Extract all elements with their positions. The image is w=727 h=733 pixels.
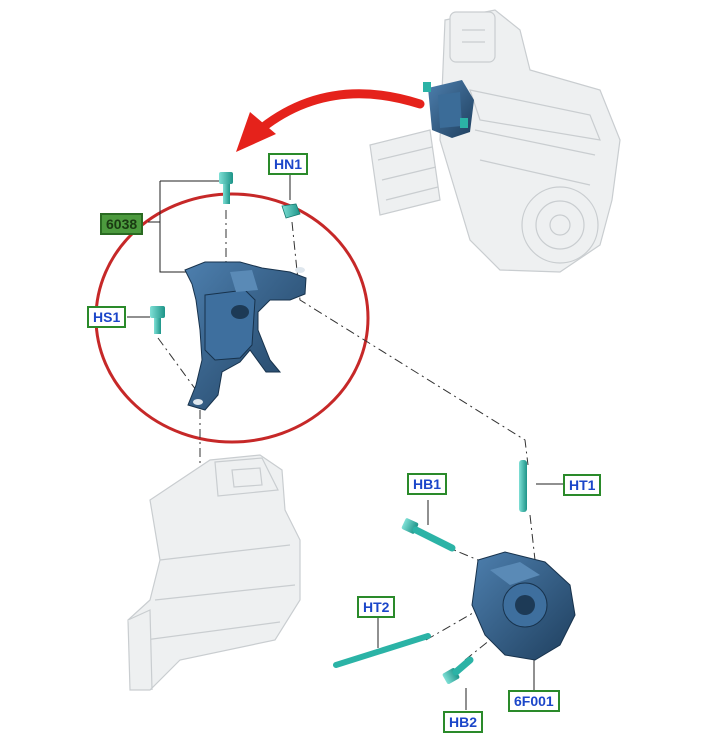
engine-mount-in-vehicle [423,80,474,138]
bolt-ht1 [519,460,527,512]
leader-lines [127,175,563,710]
callout-hs1: HS1 [87,306,127,328]
callout-ht1: HT1 [563,474,602,496]
callout-6038: 6038 [100,213,144,235]
ghost-lower-body [127,454,301,691]
callout-hn1: HN1 [268,153,309,175]
ghost-engine [439,9,621,273]
callout-ht2: HT2 [357,596,396,618]
bolt-hb1 [401,518,456,552]
nut-hn1 [281,203,301,219]
engine-mount-bracket [184,261,307,411]
ghost-subframe-top [369,129,441,216]
red-relocation-arrow [236,89,425,152]
bolt-ht2 [333,633,431,668]
callout-hb1: HB1 [407,473,448,495]
callout-hb2: HB2 [443,711,484,733]
bolt-hs1 [150,306,165,334]
bolt-hb2 [442,656,474,684]
callout-6f001: 6F001 [508,690,560,712]
transmission-mount [471,551,576,661]
bolt-top [219,172,233,204]
